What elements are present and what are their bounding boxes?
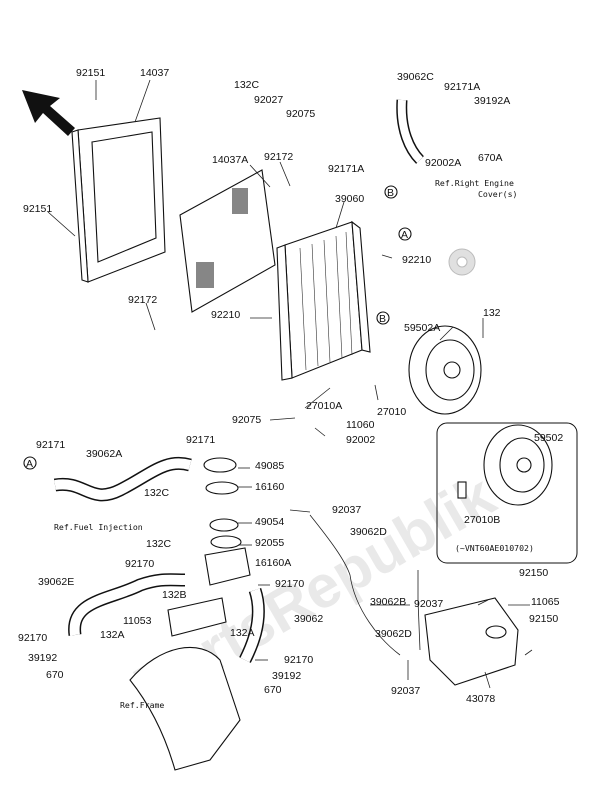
frame-reference xyxy=(129,646,241,771)
callout: 132C xyxy=(144,487,170,499)
coolant-reservoir xyxy=(424,597,519,686)
callout: 39062C xyxy=(397,71,434,83)
callout: 92150 xyxy=(519,567,548,579)
callout: 92170 xyxy=(284,654,313,666)
callout: 92027 xyxy=(254,94,283,106)
callout: 92151 xyxy=(23,203,52,215)
callout: 92170 xyxy=(275,578,304,590)
callout: 39192 xyxy=(28,652,57,664)
bracket xyxy=(167,597,227,637)
callout: 132A xyxy=(100,629,125,641)
svg-text:A: A xyxy=(401,229,408,241)
callout: 132 xyxy=(483,307,501,319)
callout: 39192 xyxy=(272,670,301,682)
thermostat-housing xyxy=(203,457,251,586)
callout: 27010A xyxy=(306,400,342,412)
callout: 92171A xyxy=(444,81,480,93)
ref-engine-cover-cont: Cover(s) xyxy=(478,189,517,199)
callout: 16160 xyxy=(255,481,284,493)
radiator-shroud xyxy=(71,117,166,283)
callout: 670 xyxy=(46,669,64,681)
callout: 92170 xyxy=(125,558,154,570)
svg-text:B: B xyxy=(379,313,386,325)
callout: 49054 xyxy=(255,516,284,528)
callout: 670A xyxy=(478,152,503,164)
callout: 92075 xyxy=(232,414,261,426)
callout: 39062D xyxy=(350,526,387,538)
callout: 92170 xyxy=(18,632,47,644)
callout: 92171 xyxy=(36,439,65,451)
callout: 11065 xyxy=(531,596,560,608)
fan-detail-box xyxy=(436,422,578,564)
callout: 39192A xyxy=(474,95,510,107)
callout: 27010 xyxy=(377,406,406,418)
callout: 92037 xyxy=(414,598,443,610)
callout: 92037 xyxy=(391,685,420,697)
svg-text:A: A xyxy=(26,458,33,470)
callout: 92150 xyxy=(529,613,558,625)
callout: 92151 xyxy=(76,67,105,79)
callout: 39062A xyxy=(86,448,122,460)
callout: 132B xyxy=(162,589,187,601)
hoses xyxy=(53,99,425,663)
callout: 14037A xyxy=(212,154,248,166)
ref-engine-cover: Ref.Right Engine xyxy=(435,178,514,188)
callout: 49085 xyxy=(255,460,284,472)
callout: 132A xyxy=(230,627,255,639)
callout: 14037 xyxy=(140,67,169,79)
radiator-grille xyxy=(179,169,276,313)
model-code: (~VNT60AE010702) xyxy=(455,543,534,553)
callout: 16160A xyxy=(255,557,291,569)
callout: 59502 xyxy=(534,432,563,444)
callout: 670 xyxy=(264,684,282,696)
cooling-fan-A xyxy=(408,325,482,415)
callout: 92210 xyxy=(402,254,431,266)
gear-icon xyxy=(448,248,476,276)
leader-lines xyxy=(47,79,533,689)
radiator-core xyxy=(276,220,371,381)
callout: 92172 xyxy=(264,151,293,163)
svg-text:B: B xyxy=(387,187,394,199)
callout: 92055 xyxy=(255,537,284,549)
callout-labels: 92151 14037 132C 92027 92075 39062C 9217… xyxy=(18,67,563,705)
ref-fuel-injection: Ref.Fuel Injection xyxy=(54,522,143,532)
callout: 39060 xyxy=(335,193,364,205)
callout: 39062 xyxy=(294,613,323,625)
callout: 39062E xyxy=(38,576,74,588)
callout: 92171A xyxy=(328,163,364,175)
ref-frame: Ref.Frame xyxy=(120,700,164,710)
callout: 11060 xyxy=(346,419,375,431)
callout: 92210 xyxy=(211,309,240,321)
marker-B: B B xyxy=(376,185,398,325)
callout: 92172 xyxy=(128,294,157,306)
callout: 43078 xyxy=(466,693,495,705)
callout: 92037 xyxy=(332,504,361,516)
callout: 92002 xyxy=(346,434,375,446)
front-arrow-icon xyxy=(22,90,75,136)
callout: 92075 xyxy=(286,108,315,120)
callout: 27010B xyxy=(464,514,500,526)
marker-A: A A xyxy=(23,227,412,470)
callout: 39062D xyxy=(375,628,412,640)
callout: 39062B xyxy=(370,596,406,608)
callout: 11053 xyxy=(123,615,152,627)
callout: 92171 xyxy=(186,434,215,446)
callout: 132C xyxy=(234,79,260,91)
callout: 92002A xyxy=(425,157,461,169)
callout: 132C xyxy=(146,538,172,550)
callout: 59502A xyxy=(404,322,440,334)
